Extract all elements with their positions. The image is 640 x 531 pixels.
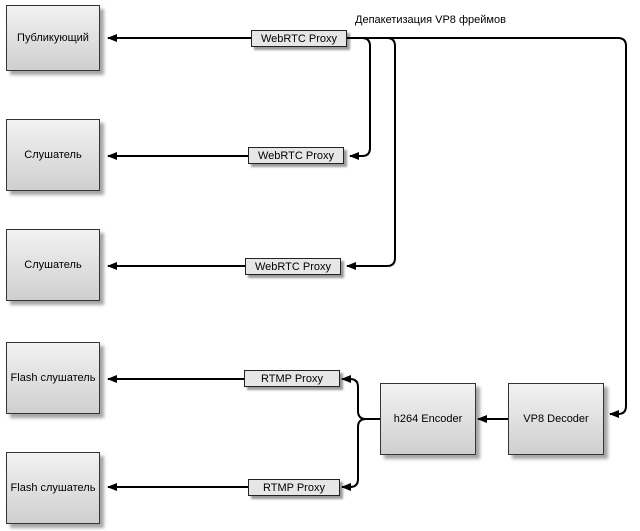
- node-h264-encoder: h264 Encoder: [380, 383, 476, 455]
- node-flash-listener-2: Flash слушатель: [6, 452, 100, 524]
- proxy-webrtc-3: WebRTC Proxy: [245, 258, 341, 275]
- node-listener-2: Слушатель: [6, 229, 100, 301]
- node-vp8-decoder: VP8 Decoder: [508, 383, 604, 455]
- edge-h264encoder-rtmp1: [341, 375, 380, 420]
- proxy-webrtc-2: WebRTC Proxy: [248, 147, 344, 164]
- edge-h264encoder-rtmp2: [341, 418, 380, 491]
- node-listener-1: Слушатель: [6, 119, 100, 191]
- proxy-webrtc-1: WebRTC Proxy: [251, 30, 347, 47]
- node-publisher: Публикующий: [6, 5, 100, 71]
- annotation-depacketization: Депакетизация VP8 фреймов: [355, 14, 506, 26]
- proxy-rtmp-2: RTMP Proxy: [248, 479, 340, 496]
- edge-webrtc1-webrtc2: [347, 37, 371, 160]
- proxy-rtmp-1: RTMP Proxy: [244, 370, 340, 387]
- node-flash-listener-1: Flash слушатель: [6, 342, 100, 414]
- edge-webrtc1-vp8decoder: [347, 37, 627, 418]
